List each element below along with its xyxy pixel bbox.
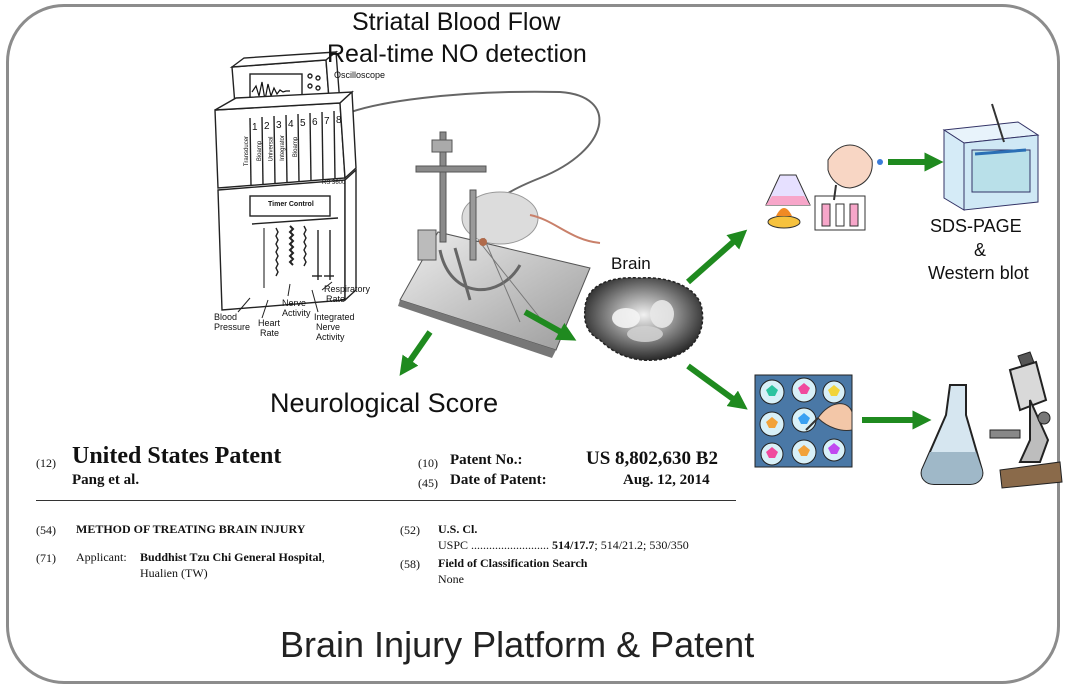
arrow-to-petri (686, 363, 748, 410)
neurological-score-label: Neurological Score (270, 388, 499, 418)
label-respiratory-rate-1: Respiratory (324, 284, 371, 294)
channel-number-6: 6 (312, 117, 318, 128)
uspc-main-class: 514/17.7 (552, 538, 595, 552)
channel-number-2: 2 (264, 121, 270, 132)
label-nerve-activity-2: Activity (282, 308, 311, 318)
uscl-label: U.S. Cl. (438, 522, 478, 536)
sds-page-tank-image (942, 103, 1040, 211)
label-blood-pressure-1: Blood (214, 312, 238, 322)
flow-arrows (399, 152, 944, 430)
sds-page-label: SDS-PAGE (930, 216, 1022, 236)
patent-number-label: Patent No.: (450, 452, 523, 468)
stereotaxic-apparatus (398, 131, 601, 358)
polygraph-rack (214, 50, 357, 319)
applicant-label: Applicant: (76, 550, 127, 564)
applicant-comma: , (321, 550, 325, 564)
field-search-value: None (438, 572, 464, 586)
applicant-location: Hualien (TW) (140, 566, 208, 580)
channel-number-1: 1 (252, 122, 258, 133)
oscilloscope-label: Oscilloscope (334, 70, 386, 80)
patent-date-label: Date of Patent: (450, 472, 547, 488)
patent-number: US 8,802,630 B2 (586, 448, 718, 469)
channel-name-1: Transducer (244, 135, 251, 167)
control-label: Timer Control (268, 201, 314, 208)
patent-code-54: (54) (36, 523, 56, 537)
applicant-name: Buddhist Tzu Chi General Hospital, (140, 550, 325, 565)
patent-code-52: (52) (400, 523, 420, 537)
patent-divider (36, 500, 736, 501)
western-blot-label: Western blot (928, 263, 1029, 283)
arrow-to-brain (523, 309, 577, 341)
rs-label: RS 3600 (322, 180, 346, 186)
channel-name-2: Bioamp (257, 140, 264, 162)
diagram-title-line1: Striatal Blood Flow (352, 8, 561, 36)
label-heart-rate-1: Heart (258, 318, 281, 328)
uspc-label: USPC (438, 538, 469, 552)
patent-type-title: United States Patent (72, 443, 282, 469)
patent-inventor: Pang et al. (72, 472, 140, 488)
uspc-line: USPC .......................... 514/17.7… (438, 538, 689, 553)
diagram-title-line2: Real-time NO detection (327, 40, 587, 68)
brain-label: Brain (611, 254, 651, 273)
label-integrated-nerve-3: Activity (316, 332, 345, 342)
patent-date: Aug. 12, 2014 (623, 472, 710, 488)
channel-number-4: 4 (288, 119, 294, 130)
label-respiratory-rate-2: Rate (326, 294, 346, 304)
signal-cable (329, 90, 601, 211)
patent-code-10: (10) (418, 456, 438, 470)
label-blood-pressure-2: Pressure (214, 322, 251, 332)
channel-number-8: 8 (336, 115, 342, 126)
arrow-to-neuro-score (399, 330, 433, 376)
arrow-to-reagents (686, 229, 748, 285)
uspc-other-classes: ; 514/21.2; 530/350 (594, 538, 689, 552)
label-nerve-activity-1: Nerve (282, 298, 307, 308)
field-search-label: Field of Classification Search (438, 556, 588, 570)
label-heart-rate-2: Rate (260, 328, 280, 338)
channel-number-5: 5 (300, 118, 306, 129)
label-integrated-nerve-1: Integrated (314, 312, 355, 322)
channel-name-5: Bioamp (293, 136, 300, 158)
slide-footer-caption: Brain Injury Platform & Patent (280, 624, 755, 665)
lab-reagents-image (765, 144, 883, 231)
invention-title: METHOD OF TREATING BRAIN INJURY (76, 522, 306, 536)
patent-code-45: (45) (418, 476, 438, 490)
channel-name-4: Integrator (279, 135, 286, 161)
channel-number-7: 7 (324, 116, 330, 127)
patent-code-12: (12) (36, 456, 56, 470)
patent-code-71: (71) (36, 551, 56, 565)
uspc-dots: .......................... (471, 538, 550, 552)
brain-image (583, 276, 704, 361)
label-integrated-nerve-2: Nerve (316, 322, 341, 332)
patent-code-58: (58) (400, 557, 420, 571)
flask-microscope-image (920, 351, 1063, 489)
petri-dishes-image (754, 374, 853, 468)
channel-number-3: 3 (276, 120, 282, 131)
channel-name-3: Universal (268, 136, 275, 162)
applicant-name-text: Buddhist Tzu Chi General Hospital (140, 550, 322, 564)
sds-ampersand-label: & (974, 240, 987, 260)
